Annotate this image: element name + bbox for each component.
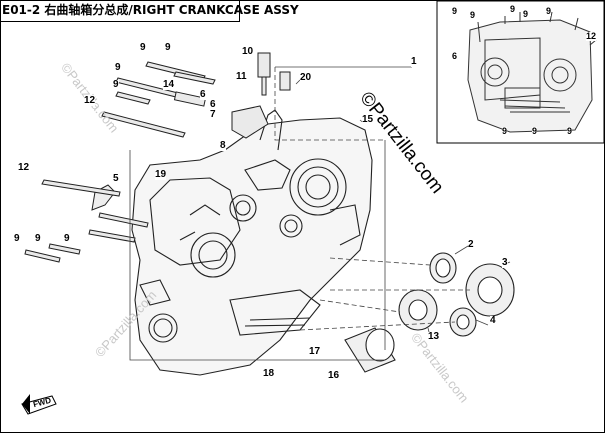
callout-c1: 1 [411, 56, 417, 67]
callout-i9d: 9 [523, 9, 529, 19]
callout-i9e: 9 [546, 6, 552, 16]
callout-c16: 16 [328, 370, 340, 381]
bolts-group [24, 61, 216, 263]
callout-c8: 8 [220, 140, 226, 151]
crankcase-body [131, 109, 373, 376]
callout-i6: 6 [452, 51, 458, 61]
callout-c11: 11 [236, 71, 247, 82]
callout-c6a: 6 [200, 89, 206, 100]
fwd-arrow [21, 394, 57, 415]
callout-c13: 13 [428, 331, 440, 342]
callout-c9c: 9 [115, 62, 121, 73]
callout-c9e: 9 [14, 233, 20, 244]
callout-c9g: 9 [64, 233, 70, 244]
callout-i9c: 9 [510, 4, 516, 14]
callout-i9g: 9 [532, 126, 538, 136]
callout-i9b: 9 [470, 10, 476, 20]
callout-c2: 2 [468, 239, 474, 250]
diagram-title: E01-2 右曲轴箱分总成/RIGHT CRANKCASE ASSY [0, 0, 299, 22]
callout-c10: 10 [242, 46, 254, 57]
sensor-parts [173, 52, 291, 139]
bearings-group [344, 252, 515, 373]
inset-overview [436, 0, 605, 144]
callout-c17: 17 [309, 346, 321, 357]
callout-i9h: 9 [567, 126, 573, 136]
callout-c9f: 9 [35, 233, 41, 244]
callout-c4: 4 [490, 315, 496, 326]
callout-c20: 20 [300, 72, 312, 83]
callout-c15: 15 [362, 114, 374, 125]
callout-c6b: 6 [210, 99, 216, 110]
callout-c9d: 9 [113, 79, 119, 90]
callout-i12: 12 [586, 31, 597, 41]
callout-c3: 3 [502, 257, 508, 268]
callout-c18: 18 [263, 368, 275, 379]
callout-c19: 19 [155, 169, 167, 180]
callout-c12a: 12 [84, 95, 96, 106]
leader-lines [129, 66, 511, 361]
callout-c9b: 9 [165, 42, 171, 53]
callout-i9a: 9 [452, 6, 458, 16]
callout-c9a: 9 [140, 42, 146, 53]
callout-c14: 14 [163, 79, 175, 90]
callout-c7: 7 [210, 109, 216, 120]
callout-c12b: 12 [18, 162, 30, 173]
callout-i9f: 9 [502, 126, 508, 136]
callout-c5: 5 [113, 173, 119, 184]
